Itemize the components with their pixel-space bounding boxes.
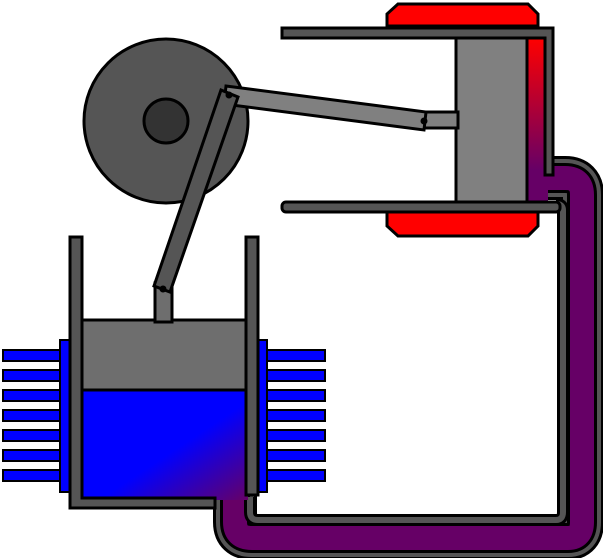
displacer-rod <box>422 110 460 130</box>
cold-fins-left <box>2 339 73 493</box>
cold-cylinder-right-wall <box>244 235 260 497</box>
cold-gas <box>82 390 248 500</box>
crank-pin <box>225 91 233 99</box>
displacer-connecting-rod <box>222 84 428 132</box>
power-piston <box>80 318 248 392</box>
displacer-piston <box>454 36 529 204</box>
hot-gas <box>526 38 548 203</box>
piston-pin <box>159 285 167 293</box>
hot-fin-top <box>385 2 540 28</box>
hot-fin-bottom <box>385 210 540 238</box>
cold-cylinder-wall <box>68 235 217 510</box>
displacer-pin <box>420 117 428 125</box>
flywheel-hub <box>142 97 190 145</box>
transfer-pipe <box>213 156 603 558</box>
hot-cylinder-wall <box>280 26 555 177</box>
cold-fins-right <box>254 339 326 493</box>
hot-cylinder-bottom-wall <box>280 200 562 214</box>
